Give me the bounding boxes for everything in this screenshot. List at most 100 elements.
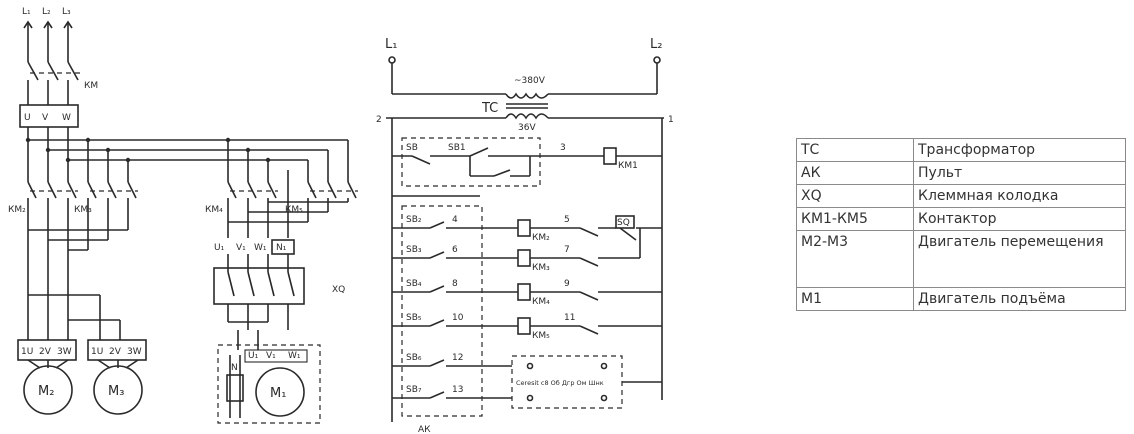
motor-m1-label: М₁ — [270, 386, 286, 401]
contactor-km5-label: КМ₅ — [285, 205, 303, 215]
node-label-2: 2 — [376, 115, 382, 125]
block-label-u1: U₁ — [214, 243, 225, 253]
legend-row: XQ Клеммная колодка — [796, 184, 1126, 208]
rung-number-11: 11 — [564, 313, 575, 323]
coil-km4 — [517, 283, 531, 301]
legend-row: М2-М3 Двигатель перемещения — [796, 230, 1126, 288]
motor-m1-symbol — [255, 367, 305, 417]
stop-button-sb: SB — [406, 143, 418, 153]
hoist-terminal-v1: V₁ — [266, 351, 276, 361]
limit-switch-sq — [615, 215, 635, 229]
reversing-crossover — [27, 229, 128, 340]
legend-code: М2-М3 — [796, 230, 914, 288]
legend-code: XQ — [796, 184, 914, 208]
legend-code: КМ1-КМ5 — [796, 207, 914, 231]
legend-desc: Двигатель подъёма — [913, 287, 1126, 311]
contactor-km4 — [227, 181, 278, 222]
contactor-km3 — [87, 181, 138, 250]
power-buses — [25, 137, 349, 182]
terminal-v: V — [42, 113, 49, 123]
uvw-terminal-box — [19, 104, 79, 128]
control-supply-l2: L₂ — [650, 37, 662, 52]
aux-terminal-2 — [600, 362, 608, 370]
motor-m3-terminal-1: 1U — [91, 347, 103, 357]
supply-terminal-l1 — [388, 56, 396, 64]
legend-code: АК — [796, 161, 914, 185]
coil-km4-label: КМ₄ — [532, 297, 550, 307]
control-supply-l1: L₁ — [385, 37, 397, 52]
hoist-crossover — [227, 170, 348, 238]
contactor-km2-label: КМ₂ — [8, 205, 26, 215]
contactor-km4-label: КМ₄ — [205, 205, 223, 215]
aux-terminal-1 — [526, 362, 534, 370]
secondary-voltage: 36V — [518, 123, 536, 133]
phase-label-l3: L₃ — [62, 7, 71, 17]
coil-km2-label: КМ₂ — [532, 233, 550, 243]
legend-table: ТС Трансформатор АК Пульт XQ Клеммная ко… — [796, 138, 1126, 311]
main-coil — [603, 147, 617, 165]
rung-number-13: 13 — [452, 385, 463, 395]
pendant-button-sb3: SB₃ — [406, 245, 422, 255]
legend-row: АК Пульт — [796, 161, 1126, 185]
brake-coil — [226, 374, 244, 402]
hoist-terminal-strip — [244, 349, 308, 363]
legend-code: М1 — [796, 287, 914, 311]
phase-leads — [23, 20, 80, 105]
coil-km3 — [517, 249, 531, 267]
legend-code: ТС — [796, 138, 914, 162]
node-label-1: 1 — [668, 115, 674, 125]
hoist-terminal-w1: W₁ — [288, 351, 301, 361]
main-contactor-label: КМ — [84, 81, 98, 91]
rung-number-6: 6 — [452, 245, 458, 255]
pendant-button-sb2: SB₂ — [406, 215, 422, 225]
contactor-km2 — [27, 181, 78, 250]
xq-label: XQ — [332, 285, 345, 295]
block-label-n1: N₁ — [276, 243, 287, 253]
motor-m2-terminal-2: 2V — [39, 347, 52, 357]
phase-label-l2: L₂ — [42, 7, 51, 17]
motor-m3-label: М₃ — [108, 384, 124, 399]
supply-terminal-l2 — [653, 56, 661, 64]
pendant-button-sb4: SB₄ — [406, 279, 422, 289]
phase-label-l1: L₁ — [22, 7, 31, 17]
motor-m2-label: М₂ — [38, 384, 54, 399]
hoist-terminal-u1: U₁ — [248, 351, 259, 361]
power-circuit: L₁ L₂ L₃ КМ U V W — [8, 7, 358, 424]
limit-switch-label: SQ — [617, 218, 630, 228]
rung-number-12: 12 — [452, 353, 463, 363]
rung-number-7: 7 — [564, 245, 570, 255]
pendant-button-sb6: SB₆ — [406, 353, 422, 363]
motor-m2-terminals — [17, 339, 77, 361]
brake-label: N — [231, 363, 238, 373]
legend-desc: Контактор — [913, 207, 1126, 231]
coil-km3-label: КМ₃ — [532, 263, 550, 273]
legend-desc: Пульт — [913, 161, 1126, 185]
motor-m3-terminal-3: 3W — [127, 347, 142, 357]
rung-number-4: 4 — [452, 215, 458, 225]
legend-desc: Двигатель перемещения — [913, 230, 1126, 288]
rung-number-10: 10 — [452, 313, 464, 323]
legend-desc: Трансформатор — [913, 138, 1126, 162]
terminal-w: W — [62, 113, 71, 123]
transformer-label: TC — [481, 101, 498, 116]
motor-m3-symbol — [93, 365, 143, 415]
block-label-w1: W₁ — [254, 243, 267, 253]
control-circuit: L₁ L₂ ~380V TC 36V 2 1 SB SB1 3 — [376, 37, 674, 434]
transformer-tc — [505, 92, 549, 120]
aux-terminal-3 — [526, 394, 534, 402]
node-label-3: 3 — [560, 143, 566, 153]
pendant-box — [401, 205, 483, 417]
motor-m2-symbol — [23, 365, 73, 415]
block-label-n1-box — [271, 239, 295, 255]
primary-voltage: ~380V — [514, 76, 546, 86]
pendant-label: АК — [418, 425, 431, 434]
motor-m2-terminal-3: 3W — [57, 347, 72, 357]
auxiliary-box-text: Ceresit с8 Об Дгр Ом Шнк — [516, 379, 604, 387]
legend-row: КМ1-КМ5 Контактор — [796, 207, 1126, 231]
start-stop-box — [401, 137, 541, 187]
motor-m3-terminal-2: 2V — [109, 347, 122, 357]
main-coil-label: КМ1 — [618, 161, 638, 171]
legend-row: ТС Трансформатор — [796, 138, 1126, 162]
legend-row: М1 Двигатель подъёма — [796, 287, 1126, 311]
